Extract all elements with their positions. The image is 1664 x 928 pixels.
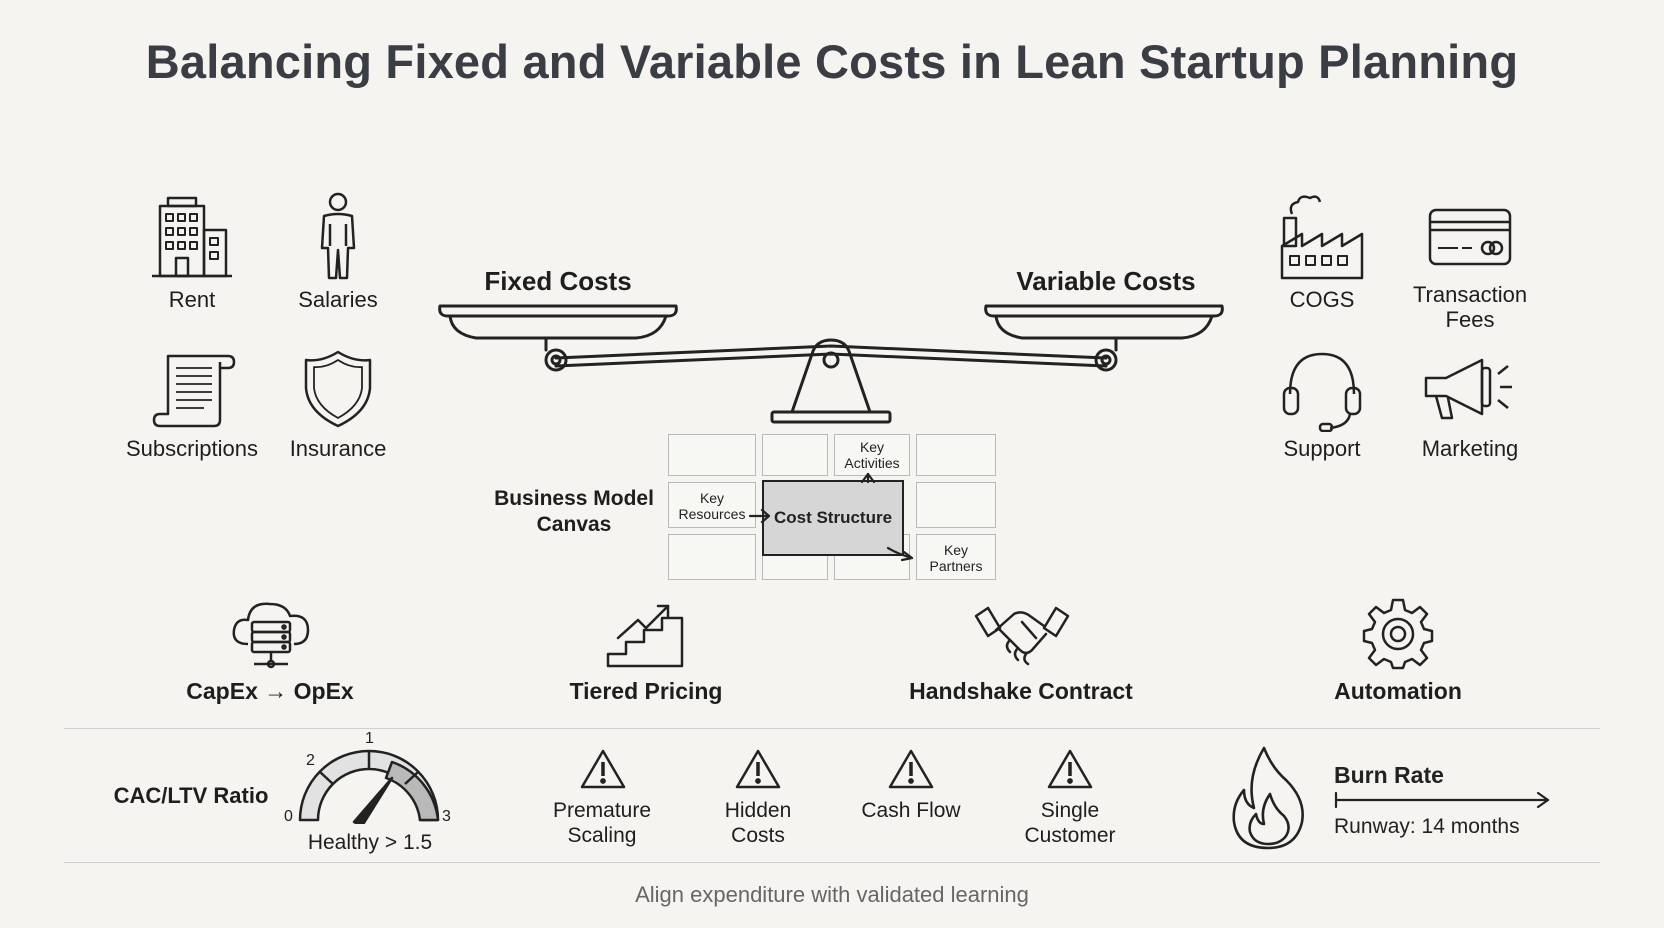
headset-icon	[1280, 348, 1364, 432]
burn-rate-label: Burn Rate	[1334, 762, 1444, 788]
person-icon	[316, 192, 360, 282]
canvas-label: Business Model Canvas	[494, 487, 654, 536]
canvas-cell-key-resources: Key Resources	[668, 482, 756, 528]
canvas-cell	[668, 534, 756, 580]
strategy-handshake-contract: Handshake Contract	[909, 678, 1133, 704]
fixed-costs-heading: Fixed Costs	[484, 266, 632, 296]
flame-icon	[1228, 744, 1308, 850]
cost-structure-cell: Cost Structure	[762, 480, 904, 556]
credit-card-icon	[1428, 208, 1512, 266]
warning-icon	[580, 748, 626, 790]
divider	[64, 862, 1600, 863]
footer-tagline: Align expenditure with validated learnin…	[635, 882, 1029, 907]
gauge-tick-3: 3	[442, 808, 451, 825]
divider	[64, 728, 1600, 729]
risk-cash-flow: Cash Flow	[861, 799, 961, 822]
strategy-capex-opex: CapEx → OpEx	[186, 678, 354, 704]
variable-item-marketing: Marketing	[1421, 436, 1519, 461]
key-resources-label: Key Resources	[678, 490, 746, 522]
megaphone-icon	[1422, 354, 1514, 424]
risk-premature-scaling: Premature Scaling	[552, 799, 652, 847]
fixed-item-subscriptions: Subscriptions	[125, 436, 259, 461]
strategy-tiered-pricing: Tiered Pricing	[569, 678, 723, 704]
gauge-icon	[294, 744, 444, 824]
shield-icon	[302, 348, 374, 428]
fixed-item-rent: Rent	[168, 287, 216, 312]
canvas-cell	[916, 434, 996, 476]
risk-hidden-costs: Hidden Costs	[724, 799, 792, 847]
key-activities-label: Key Activities	[844, 439, 900, 471]
handshake-icon	[974, 604, 1070, 668]
stairs-arrow-icon	[604, 602, 688, 670]
gauge-tick-0: 0	[284, 808, 293, 825]
cost-structure-label: Cost Structure	[773, 508, 893, 527]
fixed-item-insurance: Insurance	[289, 436, 387, 461]
gear-icon	[1362, 598, 1434, 670]
key-partners-label: Key Partners	[929, 542, 983, 574]
burn-arrow	[1334, 790, 1552, 810]
canvas-arrows	[740, 470, 920, 570]
variable-costs-heading: Variable Costs	[1016, 266, 1196, 296]
variable-item-transaction-fees: Transaction Fees	[1412, 282, 1528, 332]
cloud-server-icon	[230, 598, 312, 670]
canvas-cell	[762, 434, 828, 476]
risk-single-customer: Single Customer	[1024, 799, 1116, 847]
building-icon	[150, 196, 234, 280]
variable-item-support: Support	[1283, 436, 1361, 461]
canvas-cell	[916, 482, 996, 528]
gauge-tick-1: 1	[365, 730, 374, 747]
gauge-tick-2: 2	[306, 752, 315, 769]
canvas-cell-key-activities: Key Activities	[834, 434, 910, 476]
scroll-icon	[152, 350, 236, 430]
strategy-automation: Automation	[1334, 678, 1462, 704]
canvas-cell-key-partners: Key Partners	[916, 534, 996, 580]
fixed-item-salaries: Salaries	[298, 287, 378, 312]
factory-icon	[1278, 192, 1366, 282]
runway-text: Runway: 14 months	[1334, 815, 1520, 838]
cac-ltv-label: CAC/LTV Ratio	[113, 783, 269, 808]
canvas-cell	[668, 434, 756, 476]
gauge-caption: Healthy > 1.5	[307, 831, 433, 854]
page-title: Balancing Fixed and Variable Costs in Le…	[145, 35, 1519, 88]
balance-scale-icon	[436, 302, 1226, 428]
variable-item-cogs: COGS	[1289, 287, 1355, 312]
warning-icon	[888, 748, 934, 790]
warning-icon	[1047, 748, 1093, 790]
warning-icon	[735, 748, 781, 790]
